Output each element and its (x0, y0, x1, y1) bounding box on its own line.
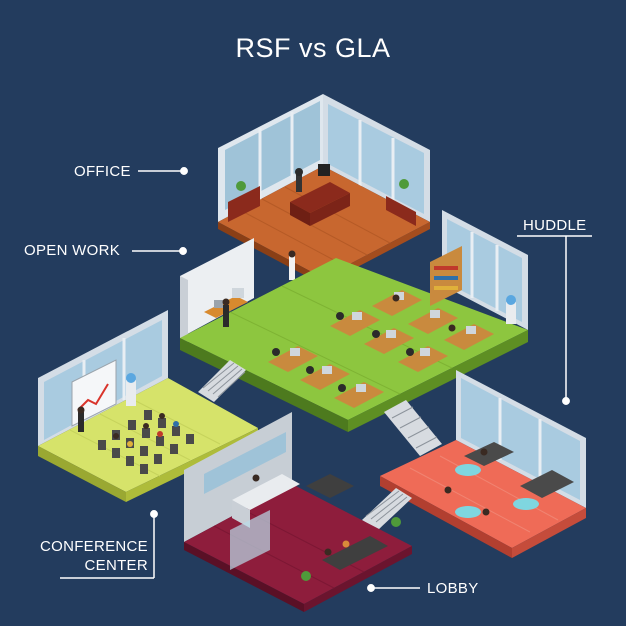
office-leader-dot (180, 167, 188, 175)
lobby-stairs (362, 488, 412, 530)
lobby-leader-dot (367, 584, 375, 592)
huddle-room (380, 370, 586, 558)
huddle-label: HUDDLE (523, 217, 587, 234)
open-work-label: OPEN WORK (24, 242, 121, 259)
huddle-leader-dot (562, 397, 570, 405)
office-label: OFFICE (74, 163, 131, 180)
conference-label-line2: CENTER (84, 557, 148, 574)
huddle-stairs (384, 400, 442, 456)
lobby-room (184, 412, 412, 612)
lobby-label: LOBBY (427, 580, 479, 597)
conference-stairs (198, 360, 246, 402)
infographic-title: RSF vs GLA (235, 33, 391, 63)
conference-leader-dot (150, 510, 158, 518)
open-work-room (180, 210, 528, 432)
conference-label-line1: CONFERENCE (39, 538, 148, 555)
conference-center-label: CONFERENCE CENTER (38, 537, 148, 575)
leader-lines (60, 167, 592, 592)
conference-room (38, 310, 258, 502)
open-work-leader-dot (179, 247, 187, 255)
office-room (218, 94, 430, 285)
